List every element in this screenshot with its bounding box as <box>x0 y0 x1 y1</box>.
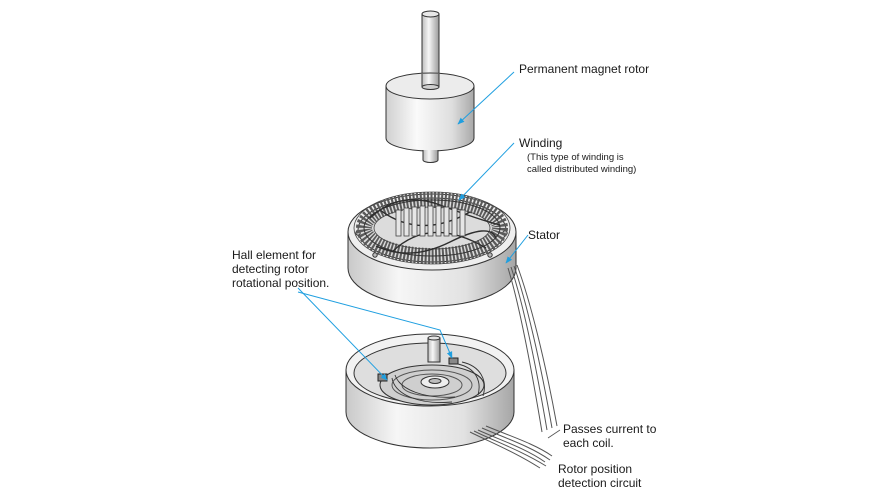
winding-label: Winding <box>519 136 563 150</box>
winding-note-line-1: (This type of winding is <box>527 152 624 163</box>
current-label-line-2: each coil. <box>563 436 614 450</box>
stator-leader <box>505 234 529 264</box>
leader-lines <box>297 71 529 381</box>
permanent-magnet-rotor <box>385 10 475 163</box>
rotor-leader <box>457 71 515 125</box>
coil-lead-wires <box>507 264 558 433</box>
winding-leader <box>458 142 515 201</box>
hall-label-line-3: rotational position. <box>232 276 330 290</box>
stator-label: Stator <box>528 228 561 242</box>
current-label-line-1: Passes current to <box>563 422 657 436</box>
detection-label-line-2: detection circuit <box>558 476 642 490</box>
hall-leader-left <box>297 287 388 381</box>
hall-leader-right <box>297 291 453 359</box>
hall-label-line-1: Hall element for <box>232 248 317 262</box>
detection-label-line-1: Rotor position <box>558 462 633 476</box>
detection-circuit-wires <box>469 425 553 469</box>
leader-lines-black <box>547 429 561 439</box>
winding-note-line-2: called distributed winding) <box>527 164 637 175</box>
hall-element-right <box>448 357 459 365</box>
distributed-winding <box>353 191 511 265</box>
pcb-traces <box>391 361 485 403</box>
rotor-label: Permanent magnet rotor <box>519 62 650 76</box>
hall-label-line-2: detecting rotor <box>232 262 309 276</box>
